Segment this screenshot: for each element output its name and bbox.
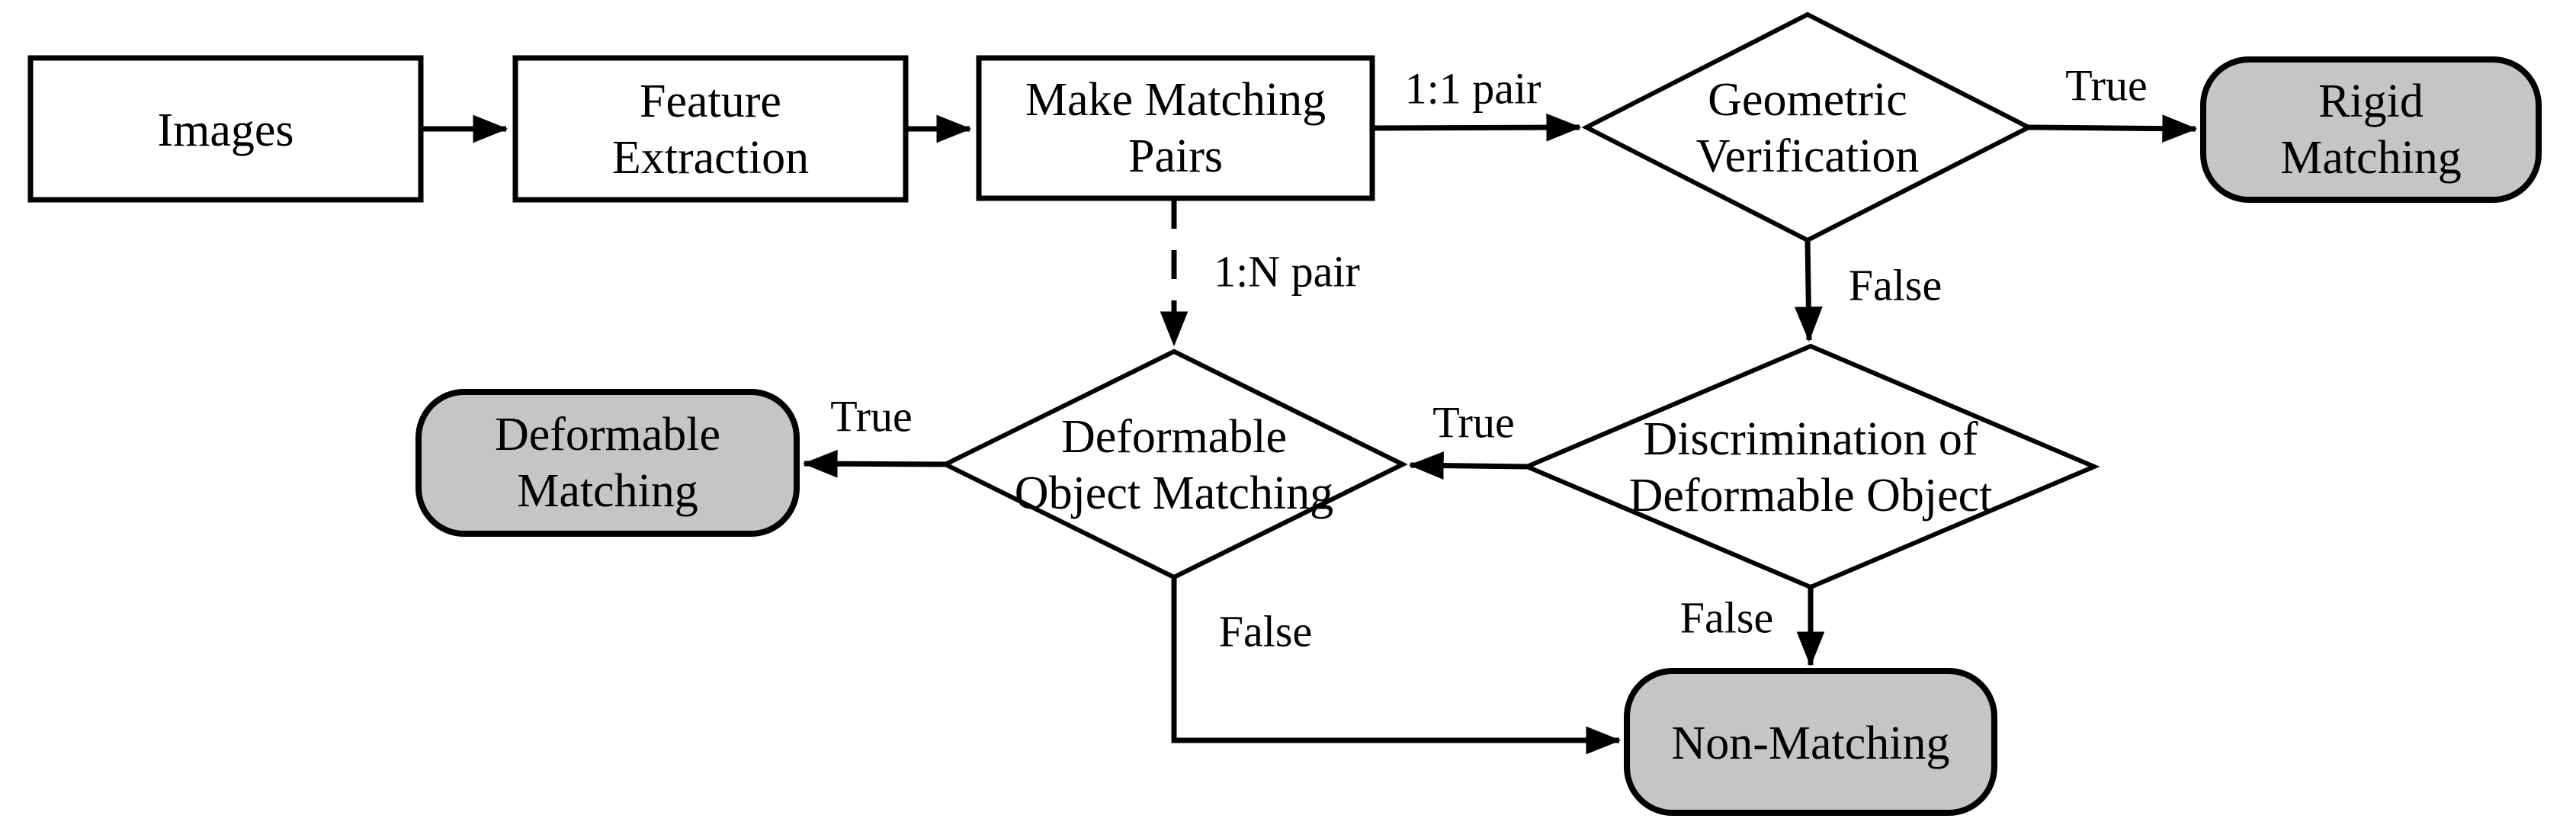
- make-matching-pairs-box: [976, 55, 1375, 201]
- deformable-matching-label-line2: Matching: [517, 465, 698, 517]
- feature-extraction-label-line1: Feature: [640, 75, 781, 127]
- label-1-1-pair: 1:1 pair: [1405, 64, 1541, 114]
- non-matching-terminator: [1624, 668, 1997, 816]
- edges: [421, 113, 2198, 755]
- rigid-matching-terminator: [2200, 56, 2542, 203]
- deformable-object-matching-label-line1: Deformable: [1061, 411, 1287, 463]
- edge-deformable-object-matching-false-to-non-matching: [1171, 577, 1622, 755]
- edge-geometric-verification-true-to-rigid-matching: [2028, 114, 2198, 143]
- deformable-object-matching-label-line2: Object Matching: [1015, 467, 1333, 519]
- edge-geometric-verification-false-to-discrimination: [1794, 239, 1823, 342]
- node-rigid-matching: Rigid Matching: [2200, 56, 2542, 203]
- discrimination-label-line2: Deformable Object: [1629, 470, 1993, 522]
- discrimination-label-line1: Discrimination of: [1643, 413, 1978, 465]
- geometric-verification-label-line2: Verification: [1696, 130, 1920, 182]
- images-box: [27, 55, 424, 203]
- node-feature-extraction: Feature Extraction: [512, 55, 909, 203]
- node-non-matching: Non-Matching: [1624, 668, 1997, 816]
- rigid-matching-label-line2: Matching: [2280, 132, 2462, 184]
- geometric-verification-label-line1: Geometric: [1708, 74, 1907, 126]
- node-deformable-matching: Deformable Matching: [415, 389, 800, 537]
- label-1-n-pair: 1:N pair: [1214, 247, 1360, 297]
- make-matching-pairs-label-line2: Pairs: [1128, 130, 1223, 182]
- node-discrimination-of-deformable-object: Discrimination of Deformable Object: [1521, 343, 2100, 590]
- feature-extraction-label-line2: Extraction: [612, 132, 809, 184]
- geometric-verification-diamond: [1581, 11, 2034, 243]
- node-deformable-object-matching: Deformable Object Matching: [940, 348, 1408, 580]
- edge-labels: 1:1 pair 1:N pair True False True False …: [830, 61, 2147, 656]
- rigid-matching-label-line1: Rigid: [2318, 75, 2424, 127]
- deformable-matching-terminator: [415, 389, 800, 537]
- label-true-deformable-object-matching: True: [830, 392, 912, 441]
- label-false-discrimination: False: [1680, 593, 1773, 643]
- edge-discrimination-true-to-deformable-object-matching: [1408, 451, 1528, 480]
- node-make-matching-pairs: Make Matching Pairs: [976, 55, 1375, 201]
- non-matching-label: Non-Matching: [1671, 717, 1949, 769]
- label-false-geometric: False: [1849, 261, 1942, 310]
- images-label: Images: [157, 104, 294, 156]
- label-true-geometric: True: [2065, 61, 2147, 111]
- edge-make-matching-pairs-to-geometric-verification: [1371, 113, 1582, 142]
- node-geometric-verification: Geometric Verification: [1581, 11, 2034, 243]
- deformable-matching-label-line1: Deformable: [495, 409, 720, 461]
- make-matching-pairs-label-line1: Make Matching: [1025, 74, 1326, 126]
- deformable-object-matching-diamond: [940, 348, 1408, 580]
- discrimination-of-deformable-object-diamond: [1521, 343, 2100, 590]
- label-false-deformable-object-matching: False: [1219, 607, 1312, 656]
- label-true-discrimination: True: [1432, 398, 1514, 448]
- feature-extraction-box: [512, 55, 909, 203]
- node-images: Images: [27, 55, 424, 203]
